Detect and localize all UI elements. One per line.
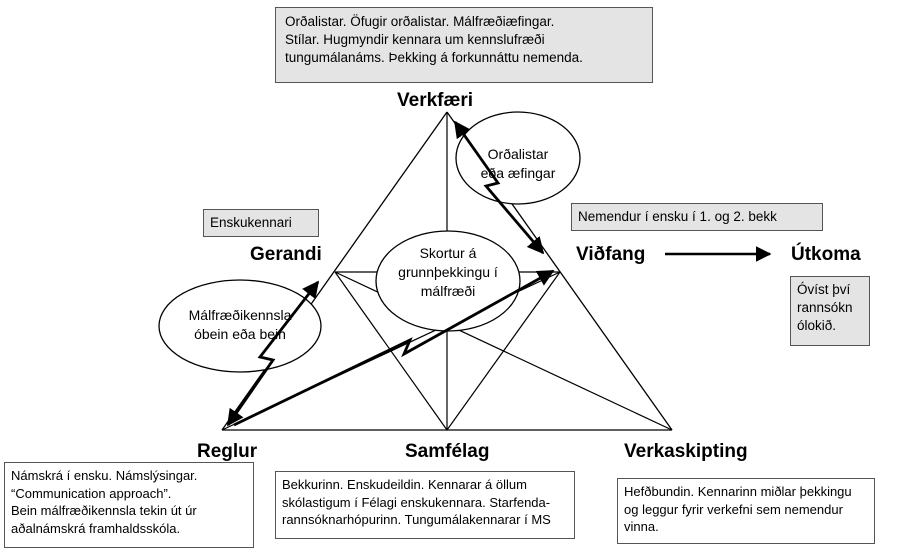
ellipse-line: Orðalistar: [487, 146, 549, 162]
box-line: og leggur fyrir verkefni sem nemendur: [624, 501, 843, 517]
knowledge-gap-ellipse-label: Skortur á grunnþekkingu í málfræði: [386, 244, 510, 301]
box-line: “Communication approach”.: [11, 485, 172, 501]
box-line: Hefðbundin. Kennarinn miðlar þekkingu: [624, 484, 852, 499]
box-line: Stílar. Hugmyndir kennara um kennslufræð…: [285, 32, 545, 48]
box-line: Óvíst því: [797, 282, 851, 297]
box-line: aðalnámskrá framhaldsskóla.: [11, 520, 181, 536]
box-line: tungumálanáms. Þekking á forkunnáttu nem…: [285, 50, 583, 66]
rules-subject-arrow: [226, 280, 320, 427]
node-rules: Reglur: [197, 441, 258, 462]
tools-description-box: Orðalistar. Öfugir orðalistar. Málfræðiæ…: [275, 7, 653, 83]
outcome-description-box: Óvíst því rannsókn ólokið.: [790, 276, 870, 346]
community-description-box: Bekkurinn. Enskudeildin. Kennarar á öllu…: [275, 471, 575, 539]
node-subject: Gerandi: [250, 244, 322, 265]
box-line: ólokið.: [797, 318, 837, 334]
box-line: Enskukennari: [210, 215, 292, 230]
box-line: Bein málfræðikennsla tekin út úr: [11, 503, 197, 519]
node-division: Verkaskipting: [624, 441, 748, 462]
tools-object-ellipse-label: Orðalistar eða æfingar: [468, 145, 568, 183]
box-line: Námskrá í ensku. Námslýsingar.: [11, 468, 198, 483]
ellipse-line: Málfræðikennsla: [188, 307, 292, 323]
grammar-ellipse-label: Málfræðikennsla óbein eða bein: [168, 306, 312, 344]
tools-object-arrow: [453, 120, 545, 255]
box-line: Nemendur í ensku í 1. og 2. bekk: [578, 209, 777, 224]
box-line: rannsóknarhópurinn. Tungumálakennarar í …: [282, 512, 551, 528]
subject-description-box: Enskukennari: [203, 209, 319, 237]
rules-description-box: Námskrá í ensku. Námslýsingar. “Communic…: [4, 462, 254, 548]
ellipse-line: málfræði: [420, 282, 476, 299]
box-line: rannsókn: [797, 300, 853, 316]
division-description-box: Hefðbundin. Kennarinn miðlar þekkingu og…: [617, 478, 875, 544]
ellipse-line: eða æfingar: [480, 164, 556, 181]
box-line: skólastigum í Félagi enskukennara. Starf…: [282, 494, 551, 510]
box-line: vinna.: [624, 519, 659, 535]
ellipse-line: grunnþekkingu í: [398, 263, 498, 280]
node-community: Samfélag: [405, 441, 490, 462]
rules-object-arrow: [233, 269, 555, 427]
node-tools: Verkfæri: [397, 90, 474, 111]
ellipse-line: óbein eða bein: [194, 325, 286, 342]
object-description-box: Nemendur í ensku í 1. og 2. bekk: [571, 203, 823, 231]
box-line: Orðalistar. Öfugir orðalistar. Málfræðiæ…: [285, 14, 555, 29]
ellipse-line: Skortur á: [419, 245, 477, 261]
node-object: Viðfang: [576, 244, 646, 265]
box-line: Bekkurinn. Enskudeildin. Kennarar á öllu…: [282, 477, 527, 492]
node-outcome: Útkoma: [791, 244, 861, 265]
